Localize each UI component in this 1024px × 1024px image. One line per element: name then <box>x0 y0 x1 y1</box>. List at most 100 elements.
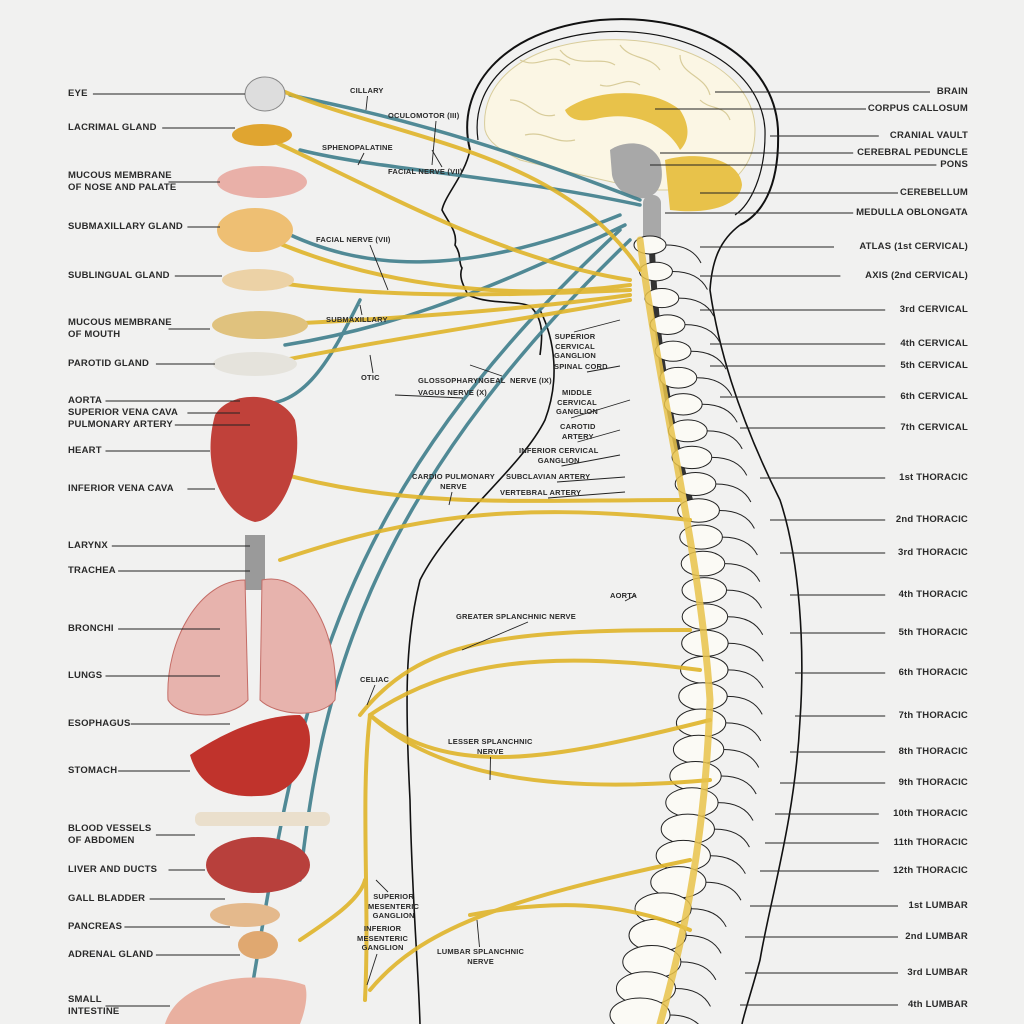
spinous-process <box>710 855 746 874</box>
spinous-process <box>702 403 738 423</box>
middle-label: INFERIOR CERVICAL GANGLION <box>519 446 599 465</box>
left-label: STOMACH <box>68 765 118 776</box>
stomach <box>190 715 310 797</box>
left-label: BLOOD VESSELS OF ABDOMEN <box>68 823 152 846</box>
left-label: HEART <box>68 445 102 456</box>
leader-line <box>365 95 368 111</box>
leader-line <box>375 879 389 893</box>
middle-label: SUBMAXILLARY <box>326 315 388 324</box>
spinous-process <box>715 483 752 503</box>
spinous-process <box>669 1014 699 1024</box>
left-label: TRACHEA <box>68 565 116 576</box>
submaxillary-gland <box>217 208 293 252</box>
lung-left <box>167 579 249 716</box>
middle-label: LESSER SPLANCHNIC NERVE <box>448 737 533 756</box>
spinous-process <box>727 669 764 689</box>
leader-line <box>359 304 363 316</box>
right-label: 8th THORACIC <box>898 746 968 757</box>
leader-line <box>448 491 453 506</box>
left-label: MUCOUS MEMBRANE OF NOSE AND PALATE <box>68 170 177 193</box>
middle-label: GREATER SPLANCHNIC NERVE <box>456 612 576 621</box>
right-label: 3rd CERVICAL <box>899 304 968 315</box>
right-label: AXIS (2nd CERVICAL) <box>865 270 968 281</box>
right-label: 3rd THORACIC <box>898 547 968 558</box>
leader-line <box>556 476 626 483</box>
leader-lines <box>92 91 937 1007</box>
blood-vessels <box>195 812 330 826</box>
middle-label: CAROTID ARTERY <box>560 422 596 441</box>
right-label: ATLAS (1st CERVICAL) <box>859 241 968 252</box>
middle-label: SPINAL CORD <box>554 362 608 371</box>
right-label: 6th CERVICAL <box>900 391 968 402</box>
right-label: PONS <box>940 159 968 170</box>
spinous-process <box>727 616 764 635</box>
adrenal-gland <box>238 931 278 959</box>
pons <box>610 143 662 199</box>
leader-line <box>586 365 621 373</box>
left-label: PANCREAS <box>68 921 123 932</box>
spinous-process <box>675 987 711 1007</box>
middle-label: FACIAL NERVE (VII) <box>388 167 463 176</box>
left-label: AORTA <box>68 395 103 406</box>
vertebra <box>672 734 725 765</box>
right-label: 6th THORACIC <box>898 667 968 678</box>
middle-label: VERTEBRAL ARTERY <box>500 488 582 497</box>
middle-label: FACIAL NERVE (VII) <box>316 235 391 244</box>
vertebra <box>671 445 713 470</box>
right-label: 2nd LUMBAR <box>905 931 968 942</box>
small-intestine <box>165 977 307 1024</box>
right-label: 1st LUMBAR <box>908 900 968 911</box>
leader-line <box>369 244 389 291</box>
right-label: CORPUS CALLOSUM <box>867 103 968 114</box>
leader-line <box>366 953 378 986</box>
vertebra <box>681 577 728 604</box>
right-label: 4th CERVICAL <box>900 338 968 349</box>
left-label: BRONCHI <box>68 623 114 634</box>
leader-line <box>469 364 503 377</box>
spinous-process <box>696 377 733 396</box>
spinous-process <box>685 324 721 343</box>
leader-line <box>561 454 621 467</box>
left-label: MUCOUS MEMBRANE OF MOUTH <box>68 317 172 340</box>
leader-line <box>431 120 437 166</box>
leader-line <box>369 354 374 374</box>
left-label: LIVER AND DUCTS <box>68 864 158 875</box>
eye <box>244 76 286 112</box>
corpus-callosum <box>565 93 688 150</box>
nerves <box>238 88 714 1024</box>
left-label: LUNGS <box>68 670 103 681</box>
vertebra <box>660 813 715 845</box>
vertebra <box>669 761 722 792</box>
spinous-process <box>680 961 717 981</box>
left-label: GALL BLADDER <box>68 893 146 904</box>
middle-label: CARDIO PULMONARY NERVE <box>412 472 495 491</box>
sublingual-gland <box>222 269 294 291</box>
spinous-process <box>691 350 727 370</box>
leader-line <box>624 594 637 602</box>
leader-line <box>570 399 631 419</box>
spinous-process <box>721 775 757 795</box>
right-label: 5th CERVICAL <box>900 360 968 371</box>
right-label: 2nd THORACIC <box>895 514 968 525</box>
left-label: PAROTID GLAND <box>68 358 150 369</box>
spinous-process <box>728 642 764 662</box>
vertebra <box>674 471 717 496</box>
liver <box>206 837 310 893</box>
middle-label: INFERIOR MESENTERIC GANGLION <box>357 924 409 952</box>
middle-label: OTIC <box>361 373 380 382</box>
organs <box>165 76 337 1024</box>
lung-right <box>259 578 337 714</box>
lacrimal-gland <box>232 124 292 146</box>
left-label: LACRIMAL GLAND <box>68 122 157 133</box>
vertebra <box>678 682 728 711</box>
spinous-process <box>678 297 715 317</box>
spinous-process <box>686 934 722 954</box>
right-label: 7th THORACIC <box>898 710 968 721</box>
leader-line <box>366 684 376 706</box>
middle-label: GLOSSOPHARYNGEAL NERVE (IX) <box>418 376 552 385</box>
spinous-process <box>665 244 702 264</box>
spinous-process <box>723 748 760 768</box>
cerebellum <box>665 156 742 212</box>
middle-label: CELIAC <box>360 675 390 684</box>
spinous-process <box>726 589 762 609</box>
